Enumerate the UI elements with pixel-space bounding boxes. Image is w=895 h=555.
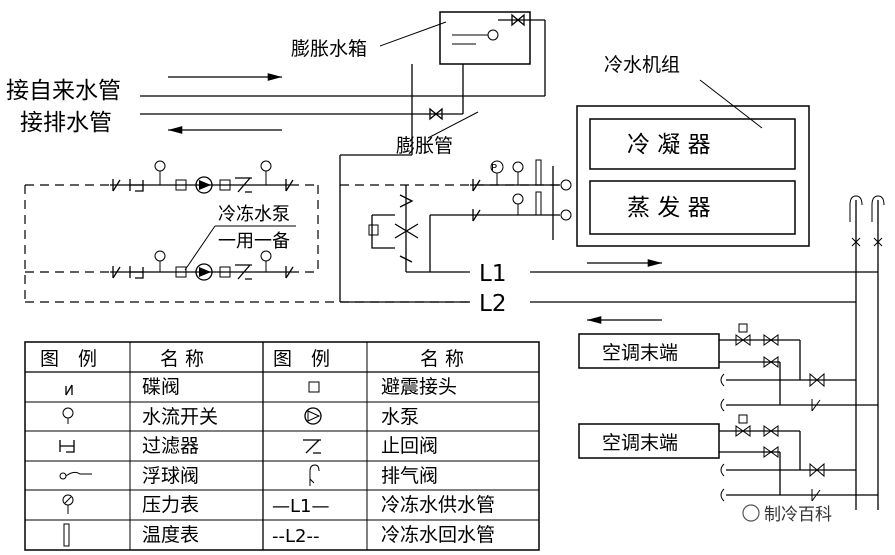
legend-name: 冷冻水供水管 (381, 494, 495, 516)
legend-symbol-strainer-icon (59, 440, 75, 453)
legend-symbol-thermometer-icon (63, 523, 70, 547)
chiller-unit (576, 79, 810, 247)
legend-symbol-water-pump-icon (304, 407, 322, 425)
label-chiller-unit: 冷水机组 (604, 54, 680, 76)
legend-name: 止回阀 (381, 435, 438, 457)
pump-section (24, 160, 319, 302)
label-ac-terminal-1: 空调末端 (602, 342, 678, 364)
wechat-icon (742, 504, 760, 522)
label-drain-out: 接排水管 (20, 110, 112, 136)
legend-symbol-supply-line-icon: —L1— (272, 496, 329, 517)
legend-header-symbol-2: 图 例 (273, 348, 330, 370)
legend-name: 碟阀 (142, 376, 180, 398)
label-city-water-in: 接自来水管 (6, 78, 121, 104)
watermark: 制冷百科 (742, 504, 832, 525)
legend-name: 避震接头 (381, 376, 457, 398)
legend-symbol-butterfly-valve-icon (65, 384, 73, 396)
legend-name: 浮球阀 (142, 465, 199, 487)
main-pipes: P (25, 159, 878, 303)
legend-symbol-anti-vibration-joint-icon (308, 381, 320, 393)
label-expansion-pipe: 膨胀管 (396, 135, 453, 157)
label-condenser: 冷 凝 器 (627, 132, 711, 158)
legend-name: 排气阀 (381, 465, 438, 487)
label-return-line: L2 (479, 291, 506, 317)
legend-header-name-1: 名 称 (160, 348, 204, 370)
terminal-branch-1 (578, 323, 878, 412)
svg-text:P: P (491, 163, 497, 174)
label-chw-pump: 冷冻水泵 (218, 204, 290, 225)
legend-symbol-float-valve-icon (59, 471, 92, 480)
legend-name: 水泵 (381, 406, 419, 428)
legend-table (24, 341, 540, 551)
watermark-text: 制冷百科 (764, 505, 832, 525)
label-pump-duty: 一用一备 (218, 231, 290, 252)
label-supply-line: L1 (479, 261, 506, 287)
legend-symbol-pressure-gauge-icon (62, 494, 74, 514)
legend-header-symbol-1: 图 例 (40, 348, 97, 370)
legend-name: 冷冻水回水管 (381, 524, 495, 546)
legend-name: 压力表 (142, 494, 199, 516)
legend-symbol-flow-switch-icon (62, 407, 74, 424)
label-ac-terminal-2: 空调末端 (602, 432, 678, 454)
terminal-branch-2 (578, 414, 878, 502)
legend-name: 温度表 (142, 524, 199, 546)
label-expansion-tank: 膨胀水箱 (291, 38, 367, 60)
legend-symbol-air-vent-valve-icon (309, 464, 320, 486)
expansion-tank (140, 11, 546, 302)
label-evaporator: 蒸 发 器 (627, 195, 711, 221)
legend-symbol-return-line-icon: --L2-- (272, 526, 319, 547)
legend-name: 过滤器 (142, 435, 199, 457)
legend-name: 水流开关 (142, 406, 218, 428)
legend-symbol-check-valve-icon (303, 439, 321, 454)
risers (849, 195, 885, 510)
legend-header-name-2: 名 称 (420, 348, 464, 370)
